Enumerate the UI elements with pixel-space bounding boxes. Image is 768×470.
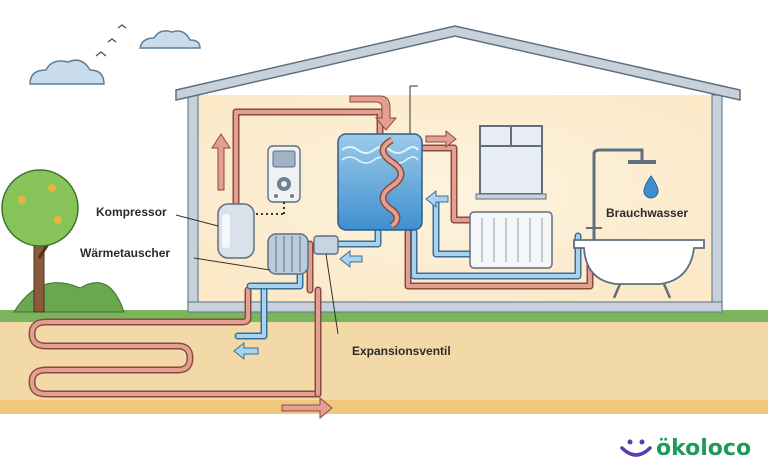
arrow-right-icon [281,396,333,420]
leader-kompressor [175,214,219,227]
leader-waermetauscher [193,257,271,271]
heat-exchanger [267,233,309,275]
water-tank [337,85,423,231]
bush-icon [13,282,125,313]
cloud-left [29,59,105,85]
window-icon [475,125,547,200]
bathtub-icon [573,239,705,299]
label-waermetauscher: Wärmetauscher [80,246,170,260]
label-expansionsventil: Expansionsventil [352,344,451,358]
shower-icon [586,148,656,240]
roof [175,25,741,101]
thermostat-control-icon [256,145,301,215]
tree-icon [1,169,79,313]
cloud-right [139,30,201,49]
arrow-curve-icon [349,95,398,131]
arrow-left-icon-3 [339,249,363,269]
arrow-left-icon-2 [425,189,449,209]
arrow-left-icon [233,341,259,361]
brand-logo: ökoloco [620,436,751,461]
flow-arrows [211,95,457,269]
label-brauchwasser: Brauchwasser [606,206,688,220]
smile-logo-icon [620,439,652,457]
water-drop-icon [643,175,659,199]
arrow-up-icon [211,133,231,191]
arrow-right-icon-2 [425,129,457,149]
soil-bottom-band [0,400,768,414]
radiator-icon [469,211,553,269]
compressor [217,203,255,259]
brand-name: ökoloco [656,436,751,461]
birds-icon [95,24,127,57]
ground-loop [28,286,322,398]
label-kompressor: Kompressor [96,205,167,219]
expansion-valve [313,235,339,335]
